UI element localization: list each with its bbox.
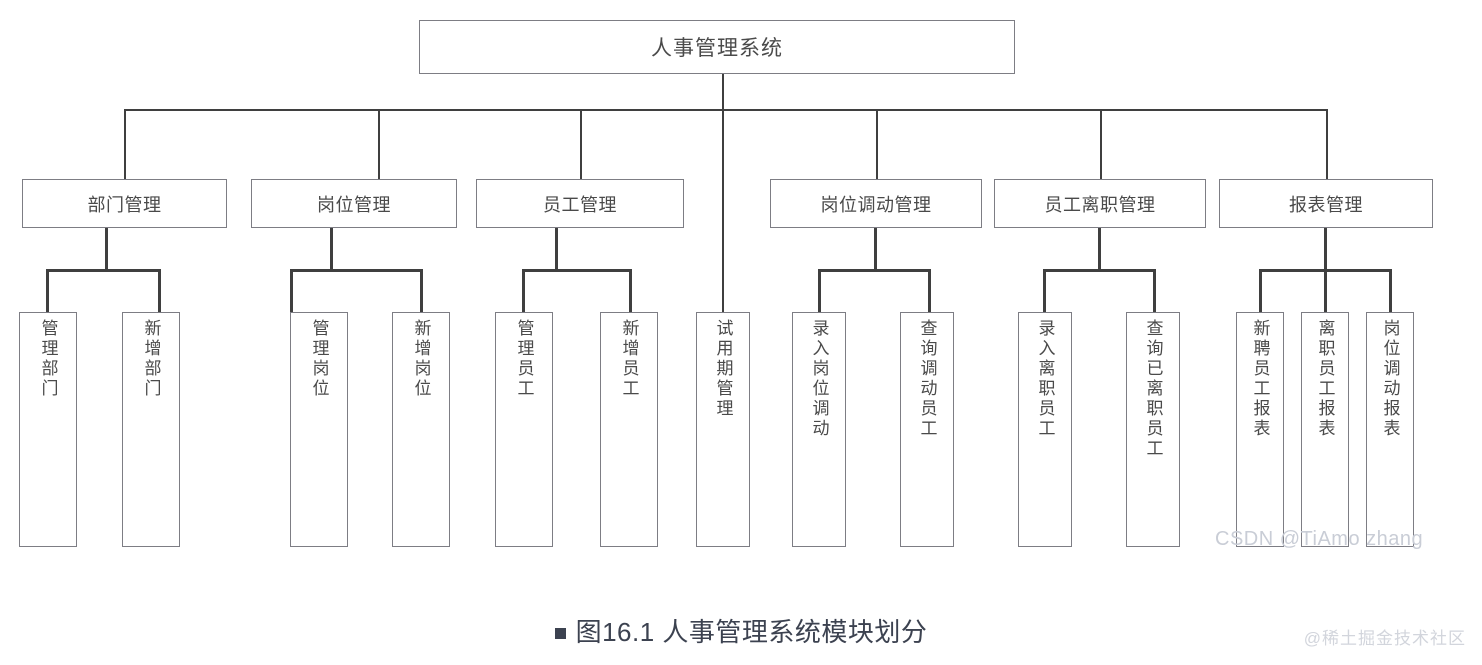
node-department-management[interactable]: 部门管理 [22, 179, 227, 228]
node-l2-label: 员工管理 [543, 194, 617, 215]
leaf-label: 新增岗位 [411, 319, 431, 399]
connector-l2-2-stem [330, 228, 333, 270]
node-l2-label: 岗位调动管理 [820, 194, 932, 215]
leaf-label: 管理员工 [514, 319, 534, 399]
connector-bus-to-l2-2 [378, 109, 380, 179]
connector-l2-2-drop-2 [420, 269, 423, 312]
connector-l2-5-bar [1043, 269, 1156, 272]
leaf-label: 管理部门 [38, 319, 58, 399]
node-root-label: 人事管理系统 [651, 36, 783, 60]
node-root[interactable]: 人事管理系统 [419, 20, 1015, 74]
node-position-management[interactable]: 岗位管理 [251, 179, 457, 228]
connector-l2-4-drop-2 [928, 269, 931, 312]
node-l2-label: 报表管理 [1289, 194, 1363, 215]
leaf-add-position[interactable]: 新增岗位 [392, 312, 450, 547]
connector-l2-5-drop-1 [1043, 269, 1046, 312]
connector-root-to-probation [722, 109, 724, 312]
leaf-label: 新增部门 [141, 319, 161, 399]
leaf-new-hire-report[interactable]: 新聘员工报表 [1236, 312, 1284, 547]
connector-l2-3-bar [522, 269, 632, 272]
connector-l2-6-drop-3 [1389, 269, 1392, 312]
leaf-resignation-report[interactable]: 离职员工报表 [1301, 312, 1349, 547]
node-l2-label: 岗位管理 [317, 194, 391, 215]
connector-bus-to-l2-6 [1326, 109, 1328, 179]
connector-l2-1-bar [46, 269, 161, 272]
leaf-label: 管理岗位 [309, 319, 329, 399]
connector-l2-6-drop-1 [1259, 269, 1262, 312]
leaf-label: 试用期管理 [713, 319, 733, 419]
connector-l2-3-drop-1 [522, 269, 525, 312]
square-bullet-icon [554, 628, 566, 639]
leaf-query-resigned-employees[interactable]: 查询已离职员工 [1126, 312, 1180, 547]
connector-l2-3-drop-2 [629, 269, 632, 312]
leaf-label: 离职员工报表 [1315, 319, 1335, 439]
figure-caption-text: 图16.1 人事管理系统模块划分 [575, 617, 928, 647]
leaf-manage-position[interactable]: 管理岗位 [290, 312, 348, 547]
node-l2-label: 部门管理 [87, 194, 162, 215]
node-resignation-management[interactable]: 员工离职管理 [994, 179, 1206, 228]
connector-l2-1-drop-1 [46, 269, 49, 312]
connector-l2-4-bar [818, 269, 931, 272]
leaf-label: 新聘员工报表 [1250, 319, 1270, 439]
leaf-label: 录入岗位调动 [809, 319, 829, 439]
leaf-label: 岗位调动报表 [1380, 319, 1400, 439]
connector-root-stem [722, 74, 724, 110]
connector-l2-5-drop-2 [1153, 269, 1156, 312]
leaf-label: 录入离职员工 [1035, 319, 1055, 439]
connector-l2-5-stem [1098, 228, 1101, 270]
leaf-add-department[interactable]: 新增部门 [122, 312, 180, 547]
connector-l2-6-stem [1324, 228, 1327, 270]
connector-l2-4-drop-1 [818, 269, 821, 312]
leaf-query-transferred-employees[interactable]: 查询调动员工 [900, 312, 954, 547]
org-chart-diagram: 人事管理系统 部门管理 岗位管理 员工管理 岗位调动管理 员工离职管理 [19, 20, 1433, 550]
leaf-probation-management[interactable]: 试用期管理 [696, 312, 750, 547]
leaf-record-position-transfer[interactable]: 录入岗位调动 [792, 312, 846, 547]
connector-l2-6-drop-2 [1324, 269, 1327, 312]
connector-bus-to-l2-1 [124, 109, 126, 179]
leaf-label: 新增员工 [619, 319, 639, 399]
node-transfer-management[interactable]: 岗位调动管理 [770, 179, 982, 228]
leaf-add-employee[interactable]: 新增员工 [600, 312, 658, 547]
leaf-label: 查询调动员工 [917, 319, 937, 439]
connector-root-bus [124, 109, 1327, 111]
connector-l2-4-stem [874, 228, 877, 270]
figure-caption: 图16.1 人事管理系统模块划分 [0, 612, 1482, 649]
connector-bus-to-l2-3 [580, 109, 582, 179]
node-report-management[interactable]: 报表管理 [1219, 179, 1433, 228]
node-employee-management[interactable]: 员工管理 [476, 179, 684, 228]
connector-bus-to-l2-4 [876, 109, 878, 179]
leaf-transfer-report[interactable]: 岗位调动报表 [1366, 312, 1414, 547]
connector-l2-2-drop-1 [290, 269, 293, 312]
leaf-manage-employee[interactable]: 管理员工 [495, 312, 553, 547]
leaf-label: 查询已离职员工 [1143, 319, 1163, 459]
connector-bus-to-l2-5 [1100, 109, 1102, 179]
leaf-manage-department[interactable]: 管理部门 [19, 312, 77, 547]
node-l2-label: 员工离职管理 [1044, 194, 1156, 215]
leaf-record-resigned-employee[interactable]: 录入离职员工 [1018, 312, 1072, 547]
connector-l2-1-stem [105, 228, 108, 270]
connector-l2-2-bar [290, 269, 423, 272]
connector-l2-1-drop-2 [158, 269, 161, 312]
connector-l2-3-stem [555, 228, 558, 270]
